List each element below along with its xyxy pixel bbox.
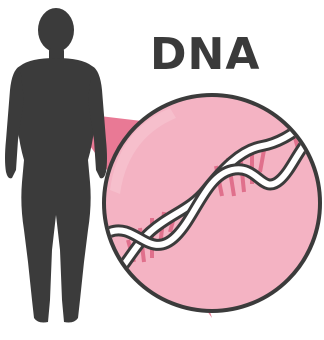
human-silhouette-icon — [5, 8, 107, 323]
page-title: DNA — [150, 30, 290, 80]
magnifier-circle-icon — [104, 95, 320, 311]
